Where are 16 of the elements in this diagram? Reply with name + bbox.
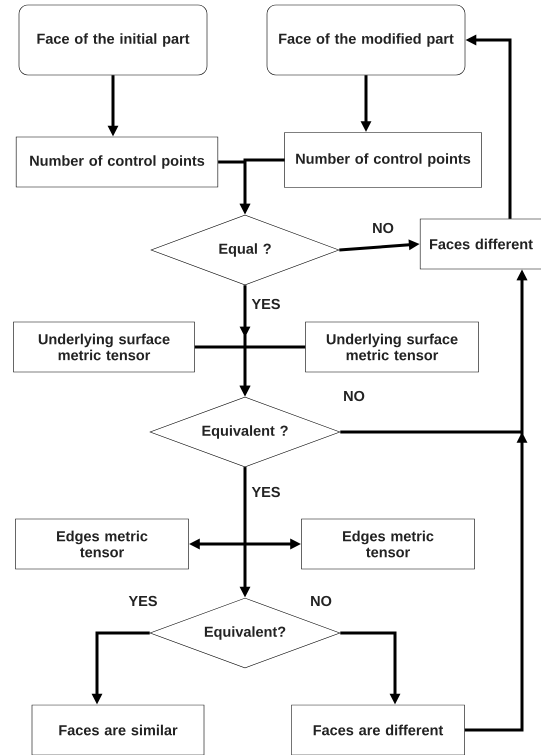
process-box: Faces are different <box>291 704 465 755</box>
edge-label: NO <box>371 222 395 234</box>
edge-label: NO <box>309 594 333 608</box>
start-box: Face of the modified part <box>266 4 466 76</box>
process-box: Number of control points <box>284 132 482 188</box>
edge-label: YES <box>250 486 282 498</box>
process-box: Faces different <box>420 218 541 270</box>
process-box: Edges metric tensor <box>15 518 189 570</box>
edge-label: NO <box>342 390 366 402</box>
process-box: Faces are similar <box>32 704 204 755</box>
edge-label: YES <box>250 298 282 310</box>
start-box: Face of the initial part <box>18 4 208 76</box>
process-box: Number of control points <box>16 136 218 188</box>
process-box: Underlying surface metric tensor <box>13 322 195 372</box>
process-box: Edges metric tensor <box>301 518 475 570</box>
process-box: Underlying surface metric tensor <box>305 322 479 372</box>
